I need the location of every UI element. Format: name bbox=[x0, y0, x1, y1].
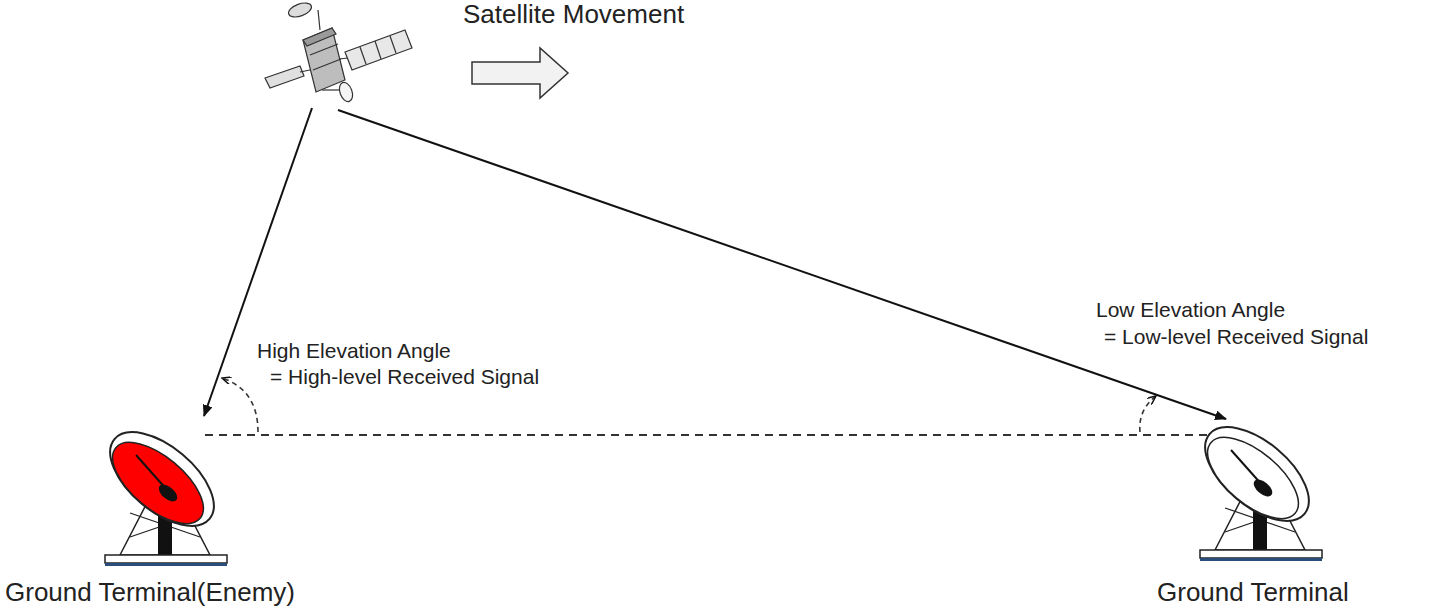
annotation-label: High Elevation Angle bbox=[257, 339, 451, 363]
terminal-label: Ground Terminal(Enemy) bbox=[5, 578, 295, 607]
angle-arc bbox=[1140, 396, 1156, 432]
ground-terminal: Ground Terminal(Enemy) bbox=[0, 425, 345, 609]
dish-antenna bbox=[94, 425, 230, 566]
ground-terminal: Ground Terminal bbox=[1140, 415, 1400, 609]
annotation-label: Satellite Movement bbox=[463, 0, 684, 30]
annotation-label: = Low-level Received Signal bbox=[1104, 325, 1368, 349]
annotation-label: = High-level Received Signal bbox=[270, 365, 539, 389]
satellite bbox=[265, 0, 412, 103]
annotation-label: Low Elevation Angle bbox=[1096, 298, 1285, 322]
horizon-line bbox=[205, 434, 1222, 436]
movement-arrow bbox=[472, 48, 568, 98]
dish-antenna bbox=[1189, 415, 1325, 561]
angle-arc bbox=[222, 378, 258, 432]
terminal-label: Ground Terminal bbox=[1157, 578, 1349, 607]
